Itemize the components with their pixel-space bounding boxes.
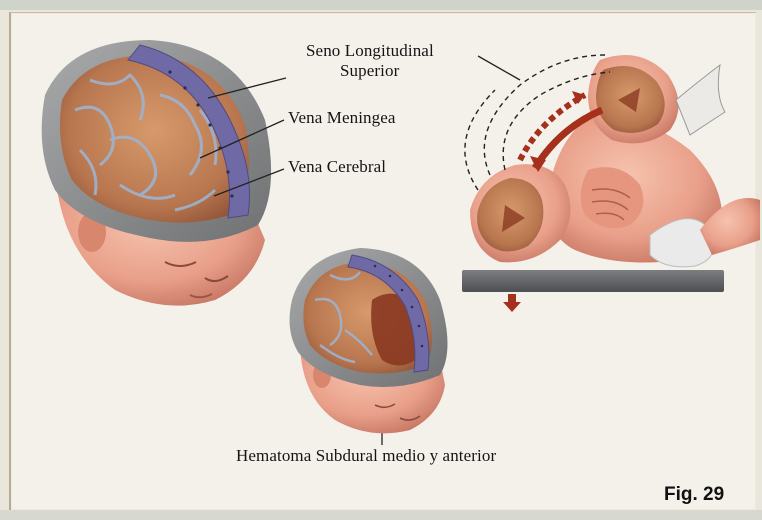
label-superior: Superior — [340, 62, 399, 80]
small-infant-head — [290, 248, 448, 433]
label-vena-meningea: Vena Meningea — [288, 109, 396, 127]
figure-number: Fig. 29 — [664, 484, 724, 506]
label-seno-longitudinal: Seno Longitudinal — [306, 42, 434, 60]
label-hematoma: Hematoma Subdural medio y anterior — [236, 447, 496, 465]
bottom-band — [0, 510, 762, 520]
large-infant-head — [42, 40, 271, 306]
label-vena-cerebral: Vena Cerebral — [288, 158, 386, 176]
infant-mechanism-illustration — [462, 55, 760, 312]
